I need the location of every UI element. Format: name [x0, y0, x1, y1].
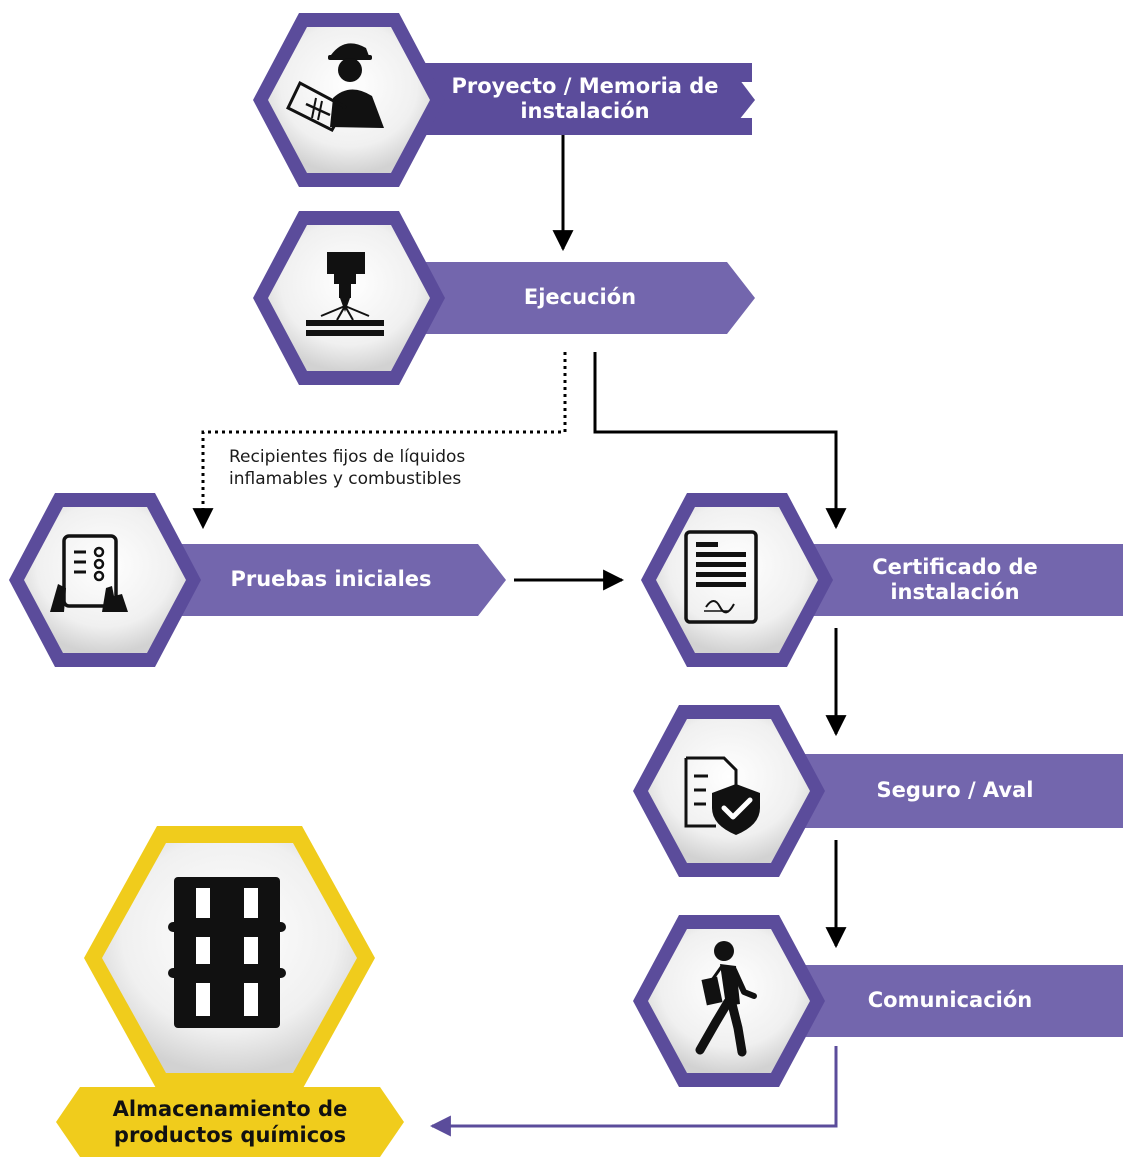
node-label-comunicacion: Comunicación [867, 988, 1033, 1013]
edge-ejecucion-pruebas-dotted [192, 352, 567, 530]
engineer-drawing-icon [286, 43, 384, 132]
node-banner [767, 544, 1123, 616]
chemical-barrel-icon [168, 877, 286, 1028]
node-banner [103, 544, 506, 616]
node-comunicacion [633, 915, 1123, 1087]
walking-person-icon [695, 941, 757, 1057]
node-label-pruebas: Pruebas iniciales [230, 567, 432, 592]
tablet-checklist-icon [50, 534, 128, 612]
node-label-proyecto: Proyecto / Memoria de instalación [451, 73, 719, 123]
node-proyecto [253, 13, 755, 187]
node-seguro [633, 705, 1123, 877]
node-label-certificado: Certificado de instalación [872, 554, 1038, 604]
node-label-seguro: Seguro / Aval [876, 778, 1034, 803]
edge-ejecucion-certificado [593, 352, 847, 530]
node-banner [347, 63, 755, 135]
welding-machine-icon [306, 252, 384, 336]
final-banner [56, 1087, 404, 1157]
edge-label-dotted: Recipientes fijos de líquidos inflamable… [229, 447, 466, 490]
node-banner [347, 262, 755, 334]
node-certificado [641, 493, 1123, 667]
node-banner [762, 965, 1123, 1037]
node-label-ejecucion: Ejecución [523, 285, 637, 310]
node-ejecucion [253, 211, 755, 385]
edge-comunicacion-almacenamiento [429, 1046, 838, 1137]
shield-document-icon [684, 756, 760, 835]
signed-document-icon [684, 530, 758, 624]
final-node-label: Almacenamiento de productos químicos [112, 1096, 348, 1147]
node-pruebas [9, 493, 506, 667]
node-almacenamiento [56, 826, 404, 1157]
node-banner [762, 754, 1123, 828]
